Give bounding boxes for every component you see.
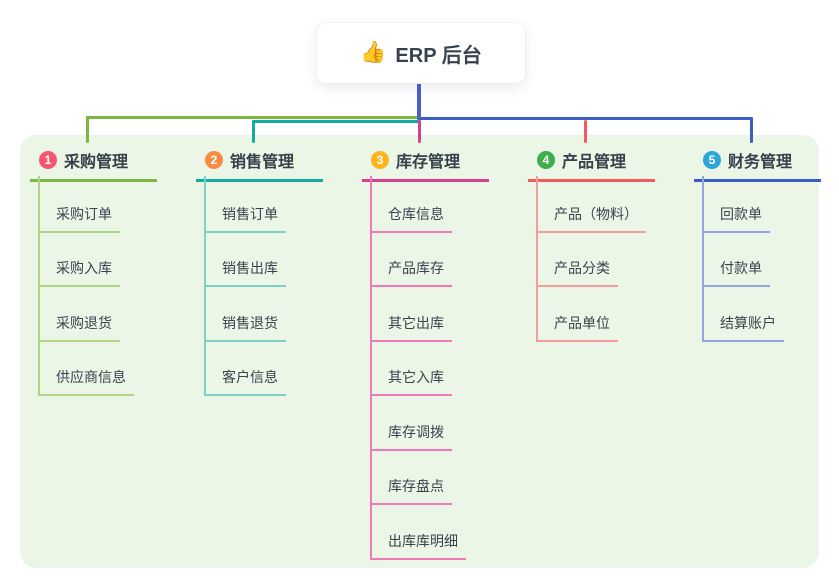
- leaf-node[interactable]: 客户信息: [204, 365, 286, 396]
- connector-branch-3-drop: [418, 120, 421, 143]
- leaf-node[interactable]: 销售订单: [204, 202, 286, 233]
- leaf-node[interactable]: 结算账户: [702, 311, 784, 342]
- leaf-node[interactable]: 供应商信息: [38, 365, 134, 396]
- leaf-node[interactable]: 采购入库: [38, 256, 120, 287]
- branch-1-label: 采购管理: [64, 153, 129, 171]
- leaf-node[interactable]: 产品（物料）: [536, 202, 646, 233]
- connector-branch-5-drop: [750, 117, 753, 143]
- branch-4-number-badge: 4: [537, 150, 555, 169]
- leaf-node[interactable]: 库存盘点: [370, 474, 452, 505]
- branch-5-label: 财务管理: [728, 153, 793, 171]
- leaf-node[interactable]: 回款单: [702, 202, 770, 233]
- leaf-node[interactable]: 产品单位: [536, 311, 618, 342]
- leaf-node[interactable]: 出库库明细: [370, 529, 466, 560]
- branch-node-5[interactable]: 5 财务管理: [694, 146, 821, 182]
- connector-branch-1-horizontal: [86, 116, 421, 119]
- leaf-node[interactable]: 产品分类: [536, 256, 618, 287]
- root-node-erp[interactable]: 👍 ERP 后台: [316, 22, 526, 84]
- branch-node-3[interactable]: 3 库存管理: [362, 146, 489, 182]
- connector-root-stem: [417, 80, 421, 120]
- branch-node-4[interactable]: 4 产品管理: [528, 146, 655, 182]
- connector-branch-2-drop: [252, 120, 255, 143]
- branch-1-number-badge: 1: [39, 150, 57, 169]
- connector-branch-5-horizontal: [417, 117, 753, 120]
- branch-3-number-badge: 3: [371, 150, 389, 169]
- branch-2-number-badge: 2: [205, 150, 223, 169]
- leaf-node[interactable]: 采购订单: [38, 202, 120, 233]
- leaf-node[interactable]: 仓库信息: [370, 202, 452, 233]
- leaf-node[interactable]: 销售出库: [204, 256, 286, 287]
- thumbs-up-icon: 👍: [360, 41, 387, 64]
- branch-5-trunk-line: [702, 176, 704, 340]
- branch-node-1[interactable]: 1 采购管理: [30, 146, 157, 182]
- leaf-node[interactable]: 销售退货: [204, 311, 286, 342]
- branch-3-label: 库存管理: [396, 153, 461, 171]
- branch-node-2[interactable]: 2 销售管理: [196, 146, 323, 182]
- leaf-node[interactable]: 其它入库: [370, 365, 452, 396]
- connector-branch-1-drop: [86, 116, 89, 143]
- branch-4-trunk-line: [536, 176, 538, 340]
- leaf-node[interactable]: 其它出库: [370, 311, 452, 342]
- leaf-node[interactable]: 产品库存: [370, 256, 452, 287]
- leaf-node[interactable]: 库存调拨: [370, 420, 452, 451]
- branches-panel: [20, 135, 819, 568]
- branch-3-trunk-line: [370, 176, 372, 558]
- branch-4-label: 产品管理: [562, 153, 627, 171]
- branch-5-number-badge: 5: [703, 150, 721, 169]
- leaf-node[interactable]: 采购退货: [38, 311, 120, 342]
- connector-branch-4-drop: [584, 120, 587, 143]
- connector-branch-2-horizontal: [252, 120, 421, 123]
- branch-2-label: 销售管理: [230, 153, 295, 171]
- leaf-node[interactable]: 付款单: [702, 256, 770, 287]
- root-node-label: ERP 后台: [395, 44, 482, 67]
